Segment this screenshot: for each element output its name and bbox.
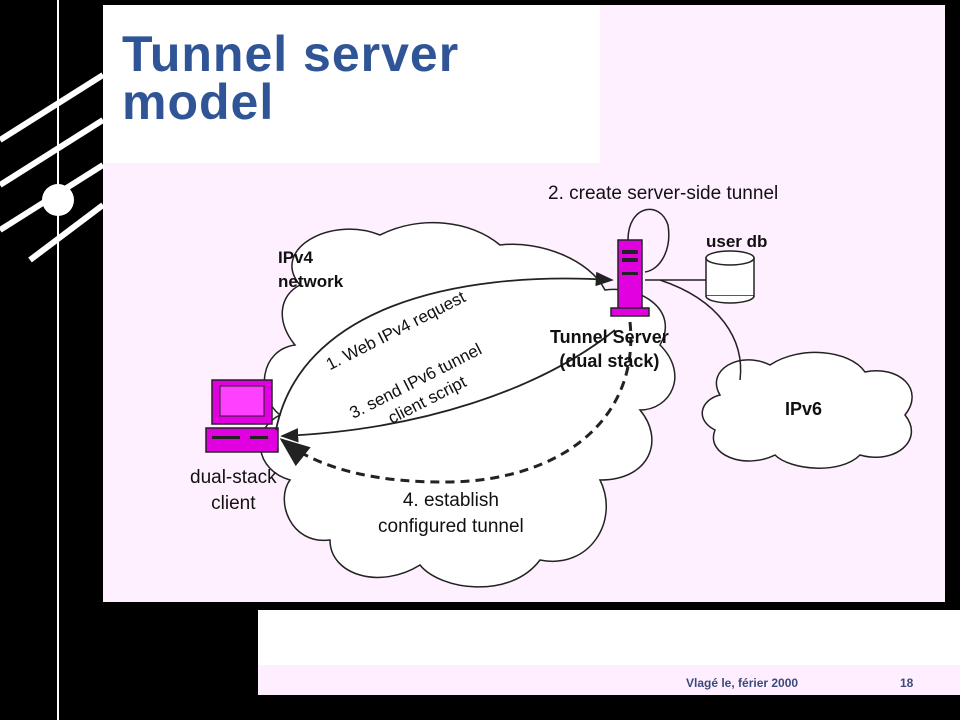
user-db-icon (705, 250, 755, 304)
ipv6-cloud (701, 351, 913, 469)
ipv4-cloud-label: IPv4 network (278, 246, 343, 294)
user-db-label: user db (706, 232, 768, 251)
ipv6-cloud-label: IPv6 (785, 399, 823, 419)
tunnel-server-label: Tunnel Server (dual stack) (550, 325, 669, 373)
client-label-line-2: client (211, 493, 256, 514)
step4-label-line-2: configured tunnel (378, 516, 524, 537)
lower-band (258, 610, 960, 665)
client-label-line-1: dual-stack (190, 467, 277, 488)
slide-title: Tunnel server model (122, 29, 459, 127)
footer-author-date: Vlagé le, férier 2000 (686, 676, 799, 690)
footer-band (258, 665, 960, 695)
bottom-border (0, 695, 960, 720)
step1-arrow (275, 271, 614, 431)
step4-label-line-1: 4. establish (402, 490, 499, 511)
decorative-dot (42, 184, 74, 216)
step2-label: 2. create server-side tunnel (548, 183, 779, 204)
title-line-2: model (122, 74, 275, 130)
server-tower-icon (610, 239, 650, 317)
title-box (103, 5, 600, 163)
server-label-line-1: Tunnel Server (550, 327, 669, 347)
title-line-1: Tunnel server (122, 26, 460, 82)
server-label-line-2: (dual stack) (559, 351, 660, 371)
footer-page-number: 18 (900, 676, 914, 690)
client-label: dual-stack client (190, 465, 277, 517)
ipv4-label-line-2: network (278, 272, 344, 291)
client-computer-icon (205, 379, 279, 453)
step4-dashed-arrow (279, 321, 633, 484)
step3-arrow (280, 329, 616, 443)
ipv4-label-line-1: IPv4 (278, 248, 313, 267)
server-self-loop-arrow (627, 208, 670, 273)
step4-label: 4. establish configured tunnel (378, 488, 524, 540)
server-ipv6-link (659, 279, 742, 381)
